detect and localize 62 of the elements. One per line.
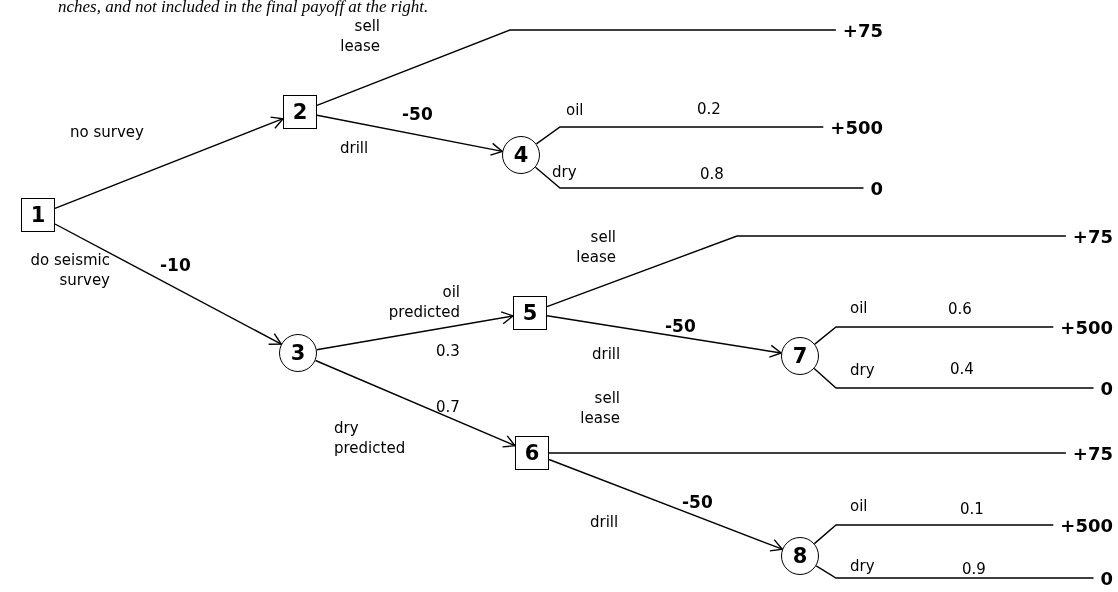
branch-line bbox=[316, 29, 837, 107]
decision-node-box: 5 bbox=[513, 296, 547, 330]
probability-label: 0.9 bbox=[962, 560, 986, 578]
payoff-value: +75 bbox=[1071, 225, 1114, 247]
branch-line bbox=[546, 235, 1067, 308]
branch-line bbox=[815, 565, 1095, 579]
arrow bbox=[316, 114, 503, 156]
probability-label: 0.1 bbox=[960, 500, 984, 518]
arrow bbox=[54, 116, 284, 209]
edge-label: sell lease bbox=[339, 16, 380, 56]
chance-node-circle: 4 bbox=[502, 136, 540, 174]
probability-label: 0.4 bbox=[950, 360, 974, 378]
arrow bbox=[314, 359, 516, 448]
probability-label: 0.6 bbox=[948, 300, 972, 318]
edge-label: sell lease bbox=[575, 227, 616, 267]
edge-label: do seismic survey bbox=[29, 250, 110, 290]
edge-label: dry predicted bbox=[334, 418, 407, 458]
branch-line bbox=[813, 367, 1095, 389]
edge-label: oil bbox=[850, 298, 869, 318]
edge-label: dry bbox=[552, 162, 578, 182]
arrow bbox=[546, 315, 782, 358]
probability-label: 0.2 bbox=[697, 100, 721, 118]
payoff-value: +75 bbox=[841, 19, 884, 41]
branch-line bbox=[814, 326, 1054, 345]
edge-label: drill bbox=[592, 344, 622, 364]
edge-label: dry bbox=[850, 360, 876, 380]
branch-line bbox=[813, 524, 1054, 545]
probability-label: 0.8 bbox=[700, 165, 724, 183]
decision-node-box: 6 bbox=[515, 436, 549, 470]
edge-label: drill bbox=[590, 512, 620, 532]
arrow bbox=[548, 458, 783, 552]
payoff-value: 0 bbox=[1099, 377, 1114, 399]
edge-label: oil predicted bbox=[387, 282, 460, 322]
branch-line bbox=[535, 126, 824, 145]
arrow bbox=[54, 223, 282, 345]
edge-label: sell lease bbox=[579, 388, 620, 428]
cost-label: -50 bbox=[402, 104, 433, 124]
payoff-value: +500 bbox=[1059, 514, 1114, 536]
edge-label: no survey bbox=[70, 122, 145, 142]
arrow bbox=[316, 311, 514, 351]
decision-node-box: 1 bbox=[21, 198, 55, 232]
note-text: nches, and not included in the final payoff at the right. bbox=[58, 0, 429, 17]
decision-node-box: 2 bbox=[283, 95, 317, 129]
payoff-value: +500 bbox=[829, 116, 884, 138]
probability-label: 0.3 bbox=[436, 342, 460, 360]
payoff-value: 0 bbox=[869, 177, 884, 199]
edge-label: dry bbox=[850, 556, 876, 576]
probability-label: 0.7 bbox=[436, 398, 460, 416]
chance-node-circle: 8 bbox=[781, 537, 819, 575]
cost-label: -10 bbox=[160, 255, 191, 275]
payoff-value: 0 bbox=[1099, 567, 1114, 589]
payoff-value: +500 bbox=[1059, 316, 1114, 338]
chance-node-circle: 3 bbox=[279, 334, 317, 372]
branch-line bbox=[548, 452, 1067, 454]
edge-label: oil bbox=[850, 496, 869, 516]
cost-label: -50 bbox=[665, 316, 696, 336]
edge-label: oil bbox=[566, 100, 585, 120]
branch-line bbox=[534, 166, 865, 189]
chance-node-circle: 7 bbox=[781, 337, 819, 375]
cost-label: -50 bbox=[682, 492, 713, 512]
payoff-value: +75 bbox=[1071, 442, 1114, 464]
edge-label: drill bbox=[340, 138, 370, 158]
